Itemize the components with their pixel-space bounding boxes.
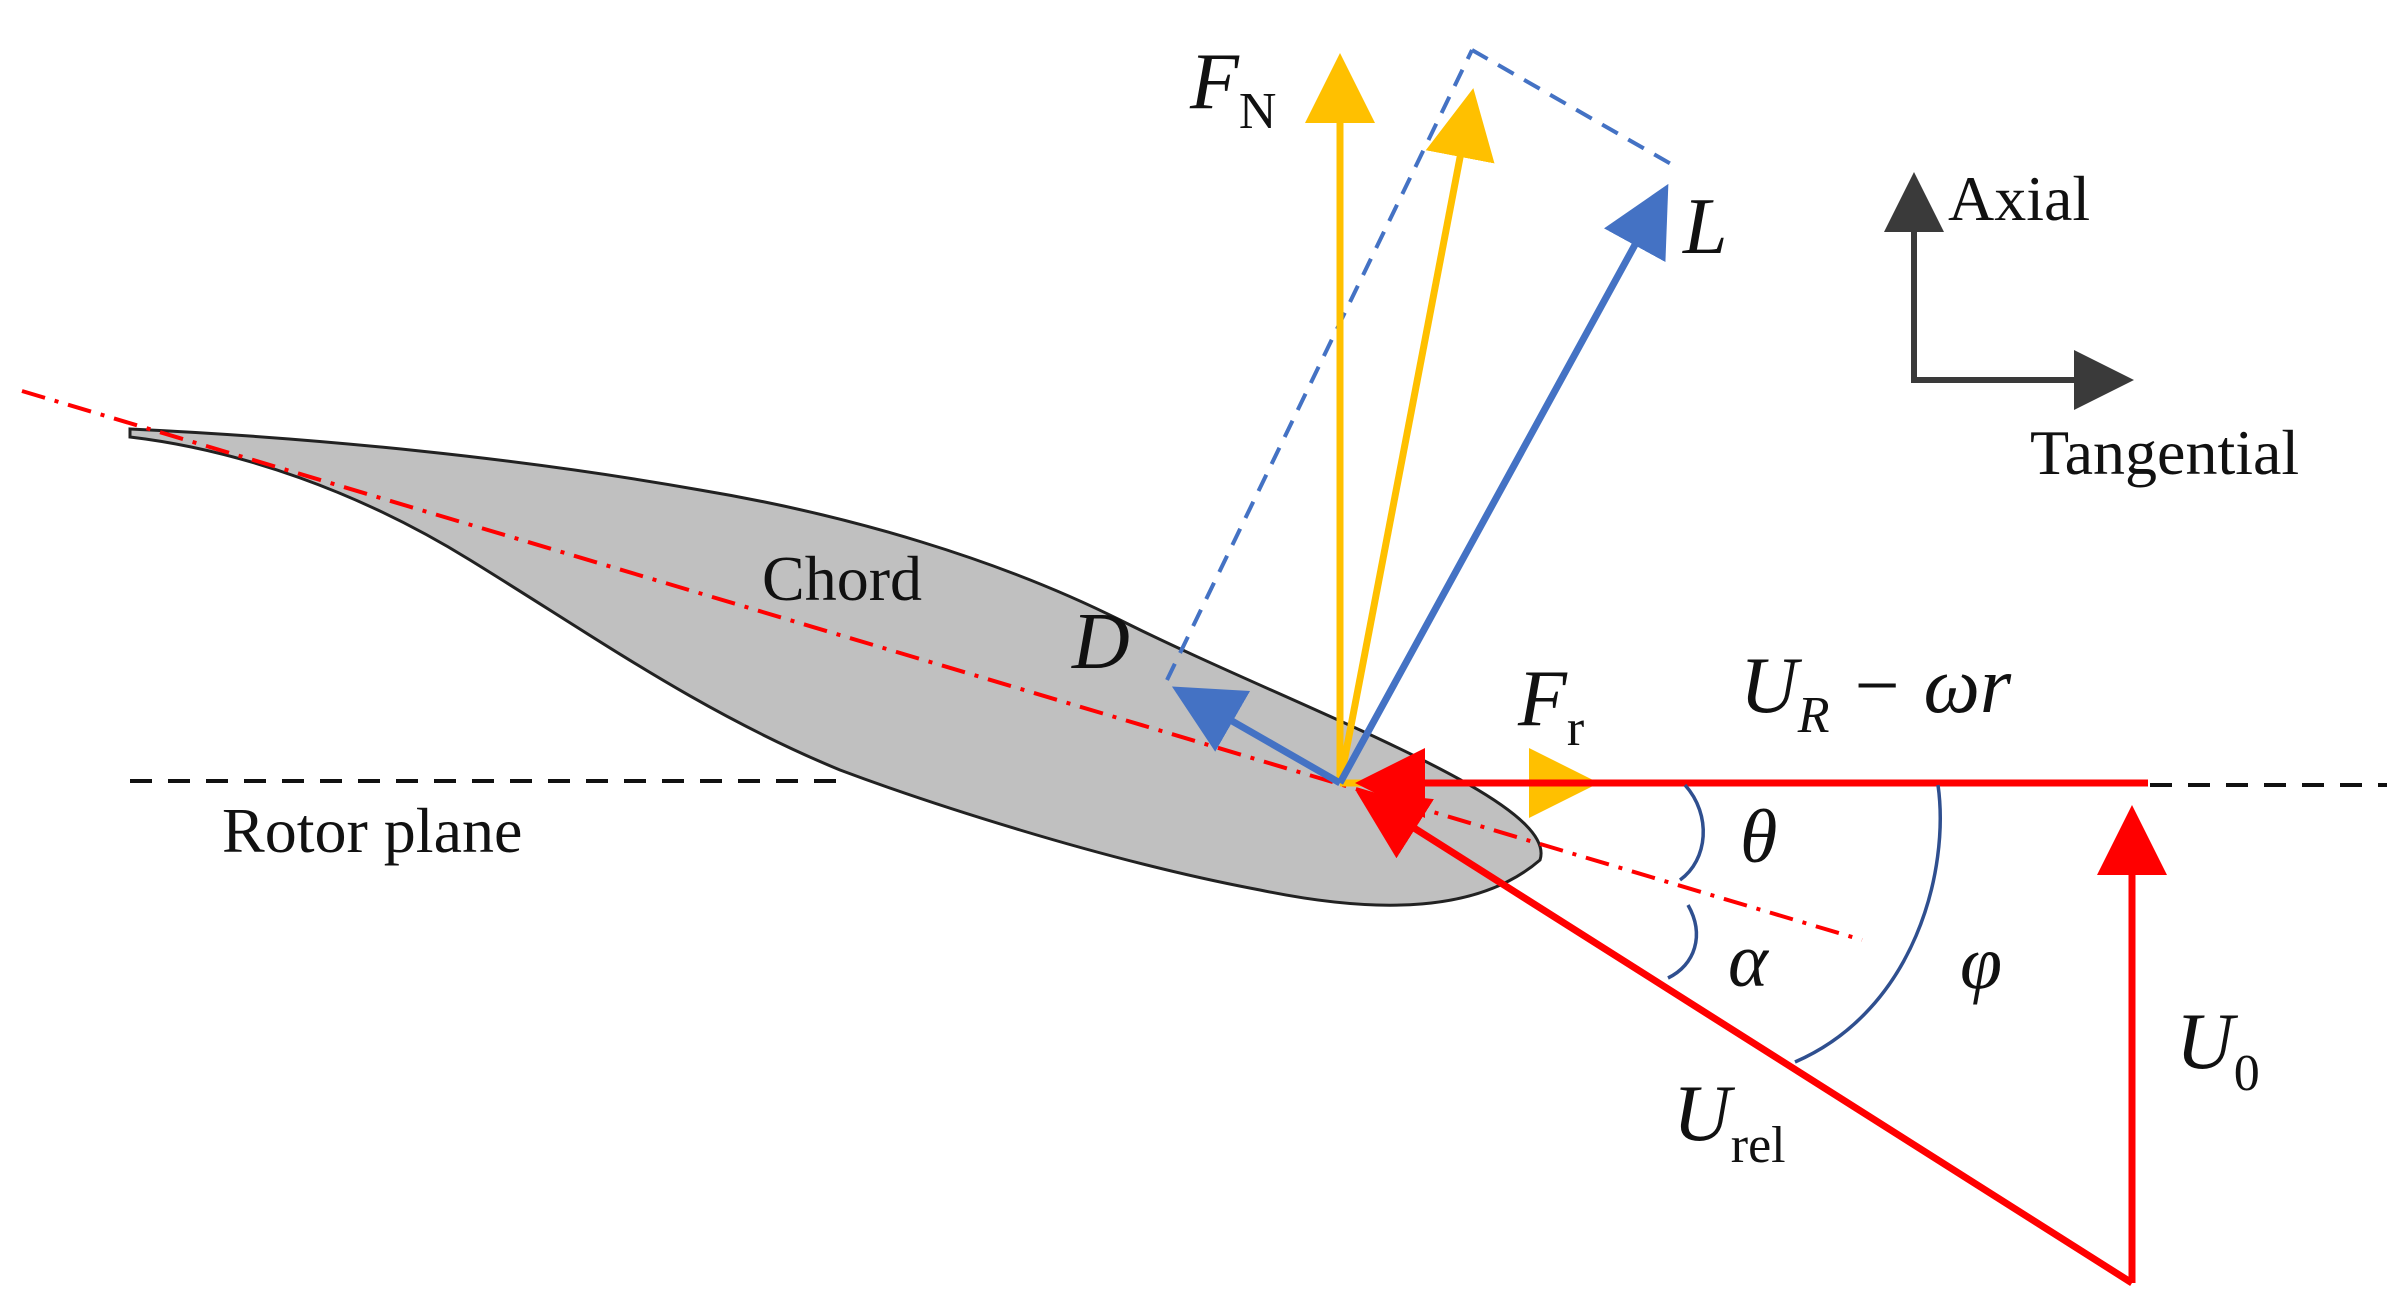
- normal-force-label: FN: [1189, 38, 1276, 140]
- attack-angle-arc: [1667, 904, 1699, 980]
- chord-line: [21, 389, 1863, 942]
- attack-angle-label: α: [1728, 919, 1770, 1003]
- rotor-velocity-label: UR − ωr: [1740, 642, 2012, 744]
- inflow-angle-label: φ: [1960, 921, 2002, 1005]
- axial-label: Axial: [1948, 163, 2090, 234]
- construction-line-2: [1471, 48, 1679, 170]
- resultant-force-arrow: [1336, 88, 1495, 784]
- pitch-angle-arc: [1678, 783, 1706, 882]
- rotor-plane-label: Rotor plane: [222, 795, 522, 866]
- drag-arrow: [1171, 686, 1342, 787]
- relative-velocity-arrow: [1356, 791, 2134, 1286]
- pitch-angle-label: θ: [1740, 795, 1777, 879]
- construction-line-1: [1165, 49, 1474, 681]
- airfoil-shape: [128, 427, 1543, 907]
- lift-label: L: [1682, 183, 1728, 271]
- chord-label: Chord: [762, 543, 922, 614]
- tangential-label: Tangential: [2030, 417, 2299, 488]
- tangential-force-label: Fr: [1517, 655, 1584, 757]
- lift-arrow: [1336, 183, 1669, 785]
- free-stream-label: U0: [2176, 998, 2260, 1102]
- inflow-angle-arc: [1794, 784, 1942, 1064]
- drag-label: D: [1071, 598, 1130, 686]
- relative-velocity-label: Urel: [1673, 1070, 1786, 1174]
